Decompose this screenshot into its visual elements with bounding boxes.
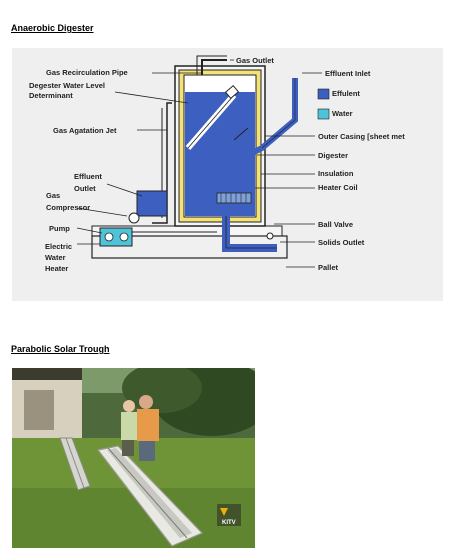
watermark-kitv: KITV	[222, 520, 236, 526]
label-pallet: Pallet	[318, 263, 339, 272]
gas-compressor	[128, 212, 140, 224]
label-ball-valve: Ball Valve	[318, 220, 353, 229]
legend-water-label: Water	[332, 109, 353, 118]
label-gas-compressor-1: Gas	[46, 191, 60, 200]
label-pump: Pump	[49, 224, 70, 233]
effluent-outlet-tank	[136, 190, 168, 217]
label-gas-agitation-jet: Gas Agatation Jet	[53, 126, 117, 135]
gas-outlet-pipe	[201, 59, 227, 75]
legend-effluent-swatch	[317, 88, 330, 100]
ball-valve	[266, 232, 274, 240]
label-heater-coil: Heater Coil	[318, 183, 358, 192]
label-water: Water	[45, 253, 66, 262]
pump	[99, 227, 133, 247]
label-effluent-outlet-2: Outlet	[74, 184, 96, 193]
label-insulation: Insulation	[318, 169, 354, 178]
label-outer-casing: Outer Casing [sheet met	[318, 132, 405, 141]
label-degester-water-level: Degester Water Level	[29, 81, 105, 90]
label-gas-compressor-2: Compressor	[46, 203, 90, 212]
person-2-body	[137, 409, 159, 441]
label-effluent-outlet-1: Effluent	[74, 172, 102, 181]
label-gas-outlet: Gas Outlet	[236, 56, 274, 65]
label-digester: Digester	[318, 151, 348, 160]
legend-water-swatch	[317, 108, 330, 120]
label-gas-recirculation-pipe: Gas Recirculation Pipe	[46, 68, 128, 77]
label-effluent-inlet: Effluent Inlet	[325, 69, 371, 78]
solar-trough-photo: KITV	[12, 368, 255, 548]
section-heading-anaerobic-digester: Anaerobic Digester	[11, 23, 94, 33]
heater-coil	[216, 192, 252, 204]
label-heater: Heater	[45, 264, 68, 273]
person-1-head	[123, 400, 135, 412]
label-solids-outlet: Solids Outlet	[318, 238, 365, 247]
legend-effluent-label: Effulent	[332, 89, 360, 98]
anaerobic-digester-diagram: Gas Outlet Effluent Inlet Gas Recirculat…	[12, 48, 443, 301]
person-1-body	[121, 412, 137, 440]
gas-recirculation-pipe	[152, 102, 172, 224]
person-2-head	[139, 395, 153, 409]
label-degester-determinant: Determinant	[29, 91, 73, 100]
section-heading-parabolic-solar-trough: Parabolic Solar Trough	[11, 344, 110, 354]
label-electric: Electric	[45, 242, 72, 251]
